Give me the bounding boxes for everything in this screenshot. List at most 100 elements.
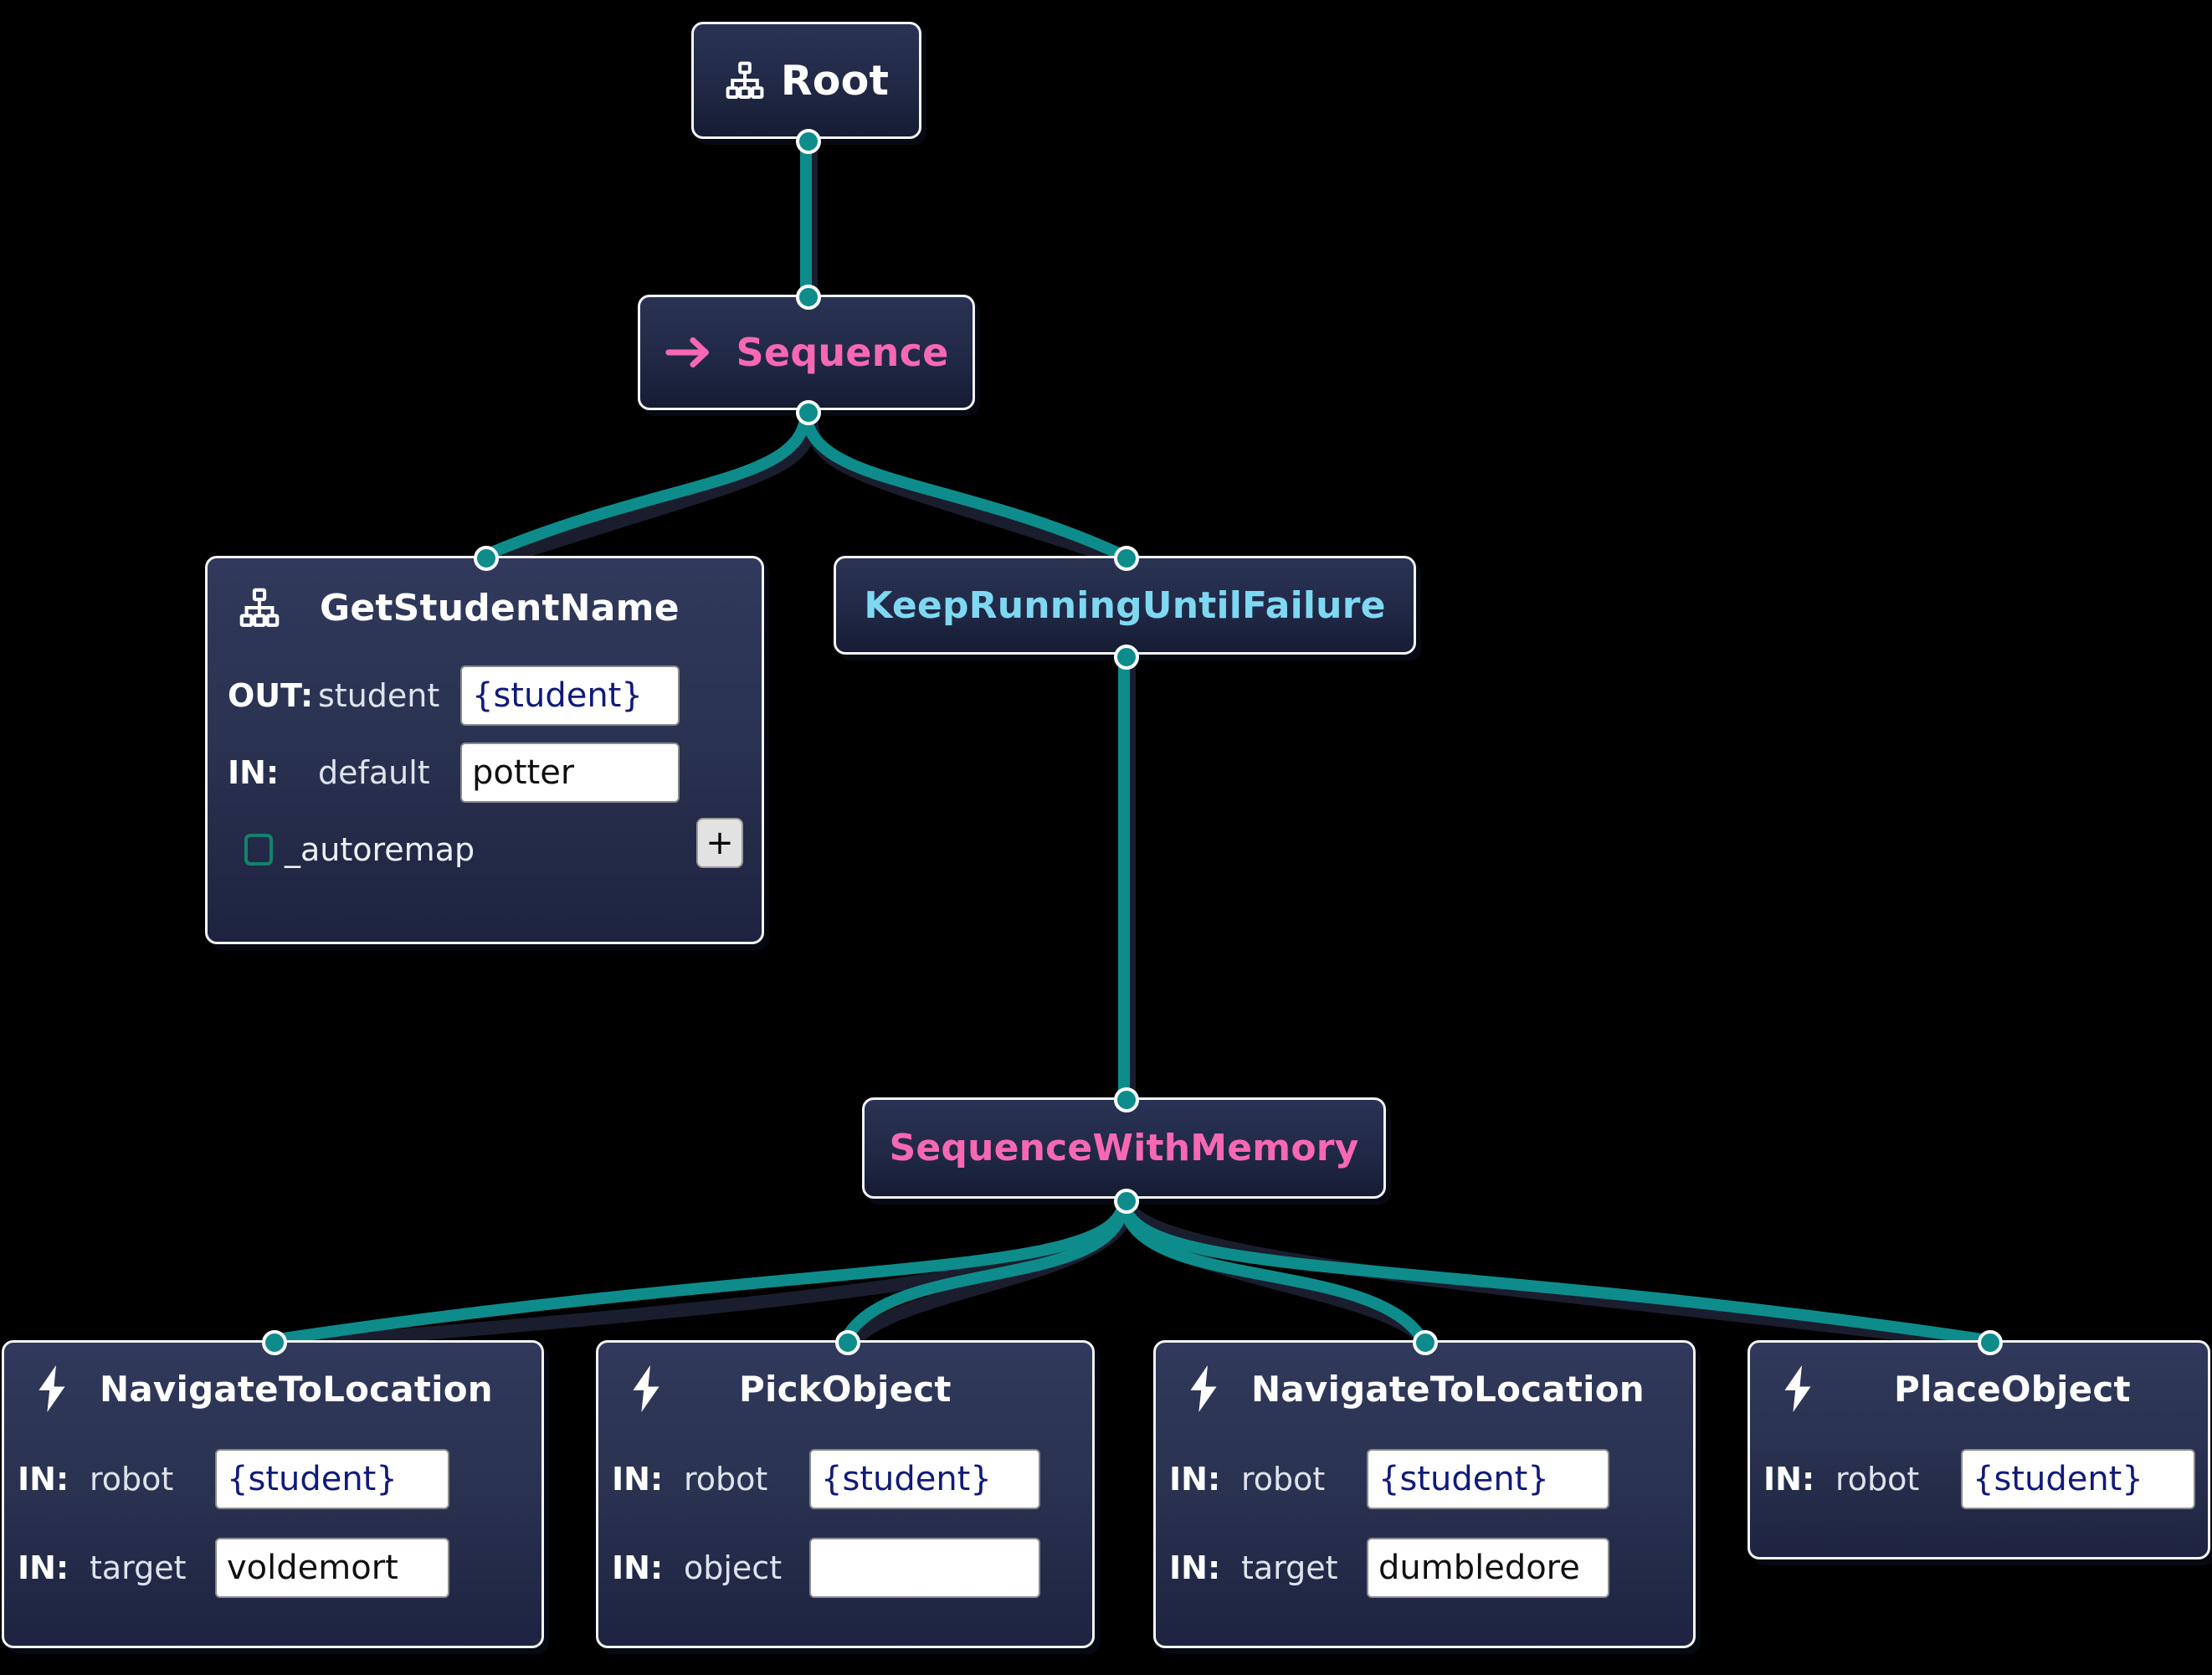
node-sequence-with-memory-header: SequenceWithMemory bbox=[865, 1100, 1383, 1196]
node-pick-object[interactable]: PickObject IN: robot {student} IN: objec… bbox=[596, 1330, 1095, 1648]
edge-swm-placeobject bbox=[1118, 1193, 1994, 1346]
param-value-field[interactable] bbox=[809, 1538, 1040, 1598]
param-value-text: {student} bbox=[1378, 1460, 1549, 1498]
node-place-object-title: PlaceObject bbox=[1894, 1368, 2131, 1410]
node-sequence-title: Sequence bbox=[736, 330, 949, 375]
param-key: robot bbox=[684, 1461, 768, 1498]
edge-swm-navigate2 bbox=[1118, 1193, 1429, 1346]
node-navigate-to-location-2-title: NavigateToLocation bbox=[1251, 1368, 1645, 1410]
node-keep-running-until-failure-title: KeepRunningUntilFailure bbox=[864, 583, 1386, 627]
port-place-object-input[interactable] bbox=[1978, 1330, 2003, 1355]
param-value-field[interactable]: {student} bbox=[1367, 1449, 1609, 1509]
param-value-text: voldemort bbox=[227, 1549, 398, 1587]
param-value-field[interactable]: dumbledore bbox=[1367, 1538, 1609, 1598]
param-value-text: {student} bbox=[821, 1460, 992, 1498]
port-navigate-to-location-2-input[interactable] bbox=[1413, 1330, 1438, 1355]
node-get-student-name-header: GetStudentName bbox=[208, 558, 792, 657]
param-row: IN: target voldemort bbox=[4, 1523, 541, 1612]
node-navigate-to-location-2[interactable]: NavigateToLocation IN: robot {student} I… bbox=[1153, 1330, 1696, 1648]
node-sequence-header: Sequence bbox=[640, 297, 973, 408]
node-navigate-to-location-2-params: IN: robot {student} IN: target dumbledor… bbox=[1156, 1435, 1693, 1612]
param-row: IN: object bbox=[598, 1523, 1092, 1612]
node-navigate-to-location-1[interactable]: NavigateToLocation IN: robot {student} I… bbox=[2, 1330, 544, 1648]
node-navigate-to-location-1-title: NavigateToLocation bbox=[100, 1368, 493, 1410]
lightning-bolt-icon bbox=[1186, 1365, 1221, 1412]
autoremap-checkbox[interactable] bbox=[244, 834, 273, 866]
node-root[interactable]: Root bbox=[691, 22, 921, 154]
node-place-object-params: IN: robot {student} bbox=[1750, 1435, 2208, 1523]
param-direction: IN: bbox=[1763, 1461, 1815, 1498]
edge-sequence-getstudentname bbox=[478, 404, 812, 562]
param-row: IN: robot {student} bbox=[1750, 1435, 2208, 1523]
node-keep-running-until-failure-header: KeepRunningUntilFailure bbox=[836, 558, 1414, 652]
param-direction: IN: bbox=[228, 754, 280, 791]
port-sequence-with-memory-input[interactable] bbox=[1114, 1087, 1139, 1112]
param-row: IN: robot {student} bbox=[1156, 1435, 1693, 1523]
node-keep-running-until-failure[interactable]: KeepRunningUntilFailure bbox=[834, 546, 1416, 670]
autoremap-row: _autoremap + bbox=[208, 811, 762, 888]
param-direction: IN: bbox=[18, 1461, 69, 1498]
edge-swm-navigate1 bbox=[266, 1193, 1130, 1346]
param-row: OUT: student {student} bbox=[208, 657, 762, 734]
node-pick-object-header: PickObject bbox=[598, 1343, 1122, 1435]
param-value-field[interactable]: {student} bbox=[809, 1449, 1040, 1509]
edge-swm-pickobject bbox=[839, 1193, 1130, 1346]
param-value-field[interactable]: voldemort bbox=[215, 1538, 449, 1598]
port-keep-running-input[interactable] bbox=[1114, 546, 1139, 571]
port-get-student-name-input[interactable] bbox=[474, 546, 499, 571]
node-get-student-name-title: GetStudentName bbox=[320, 586, 680, 629]
port-navigate-to-location-1-input[interactable] bbox=[262, 1330, 287, 1355]
param-value-field[interactable]: potter bbox=[460, 742, 680, 803]
param-value-field[interactable]: {student} bbox=[1961, 1449, 2195, 1509]
node-get-student-name-params: OUT: student {student} IN: default potte… bbox=[208, 657, 762, 888]
param-value-text: potter bbox=[472, 753, 575, 792]
port-pick-object-input[interactable] bbox=[835, 1330, 860, 1355]
port-sequence-with-memory-output[interactable] bbox=[1114, 1189, 1139, 1214]
node-root-title: Root bbox=[780, 56, 890, 105]
param-key: target bbox=[90, 1549, 187, 1586]
port-root-output[interactable] bbox=[796, 129, 821, 154]
param-direction: IN: bbox=[1169, 1549, 1221, 1586]
param-value-text: {student} bbox=[227, 1460, 398, 1498]
node-get-student-name[interactable]: GetStudentName OUT: student {student} IN… bbox=[205, 546, 764, 944]
param-value-field[interactable]: {student} bbox=[215, 1449, 449, 1509]
param-row: IN: robot {student} bbox=[598, 1435, 1092, 1523]
param-value-text: {student} bbox=[472, 676, 643, 715]
param-key: object bbox=[684, 1549, 783, 1586]
param-key: student bbox=[318, 677, 440, 714]
param-key: robot bbox=[1241, 1461, 1326, 1498]
lightning-bolt-icon bbox=[629, 1365, 664, 1412]
node-place-object-header: PlaceObject bbox=[1750, 1343, 2212, 1435]
lightning-bolt-icon bbox=[34, 1365, 69, 1412]
param-value-text: dumbledore bbox=[1378, 1549, 1580, 1587]
param-value-field[interactable]: {student} bbox=[460, 665, 680, 726]
node-sequence-with-memory[interactable]: SequenceWithMemory bbox=[862, 1087, 1386, 1214]
param-row: IN: default potter bbox=[208, 734, 762, 811]
hierarchy-icon bbox=[724, 59, 766, 101]
node-place-object[interactable]: PlaceObject IN: robot {student} bbox=[1748, 1330, 2212, 1559]
param-value-text: {student} bbox=[1973, 1460, 2143, 1498]
node-root-header: Root bbox=[694, 24, 919, 136]
hierarchy-icon bbox=[238, 586, 281, 629]
param-direction: IN: bbox=[612, 1461, 664, 1498]
param-row: IN: robot {student} bbox=[4, 1435, 541, 1523]
arrow-right-icon bbox=[664, 333, 716, 372]
add-port-button[interactable]: + bbox=[696, 818, 743, 868]
port-sequence-input[interactable] bbox=[796, 285, 821, 310]
autoremap-label: _autoremap bbox=[285, 831, 475, 868]
param-direction: IN: bbox=[18, 1549, 69, 1586]
port-keep-running-output[interactable] bbox=[1114, 645, 1139, 670]
port-sequence-output[interactable] bbox=[796, 400, 821, 425]
param-key: robot bbox=[1835, 1461, 1920, 1498]
param-direction: IN: bbox=[1169, 1461, 1221, 1498]
param-key: target bbox=[1241, 1549, 1338, 1586]
param-key: robot bbox=[90, 1461, 174, 1498]
param-direction: IN: bbox=[612, 1549, 664, 1586]
node-sequence-with-memory-title: SequenceWithMemory bbox=[889, 1127, 1359, 1169]
lightning-bolt-icon bbox=[1780, 1365, 1815, 1412]
node-navigate-to-location-1-params: IN: robot {student} IN: target voldemort bbox=[4, 1435, 541, 1612]
node-pick-object-title: PickObject bbox=[739, 1368, 952, 1410]
param-key: default bbox=[318, 754, 430, 791]
node-sequence[interactable]: Sequence bbox=[638, 285, 975, 425]
